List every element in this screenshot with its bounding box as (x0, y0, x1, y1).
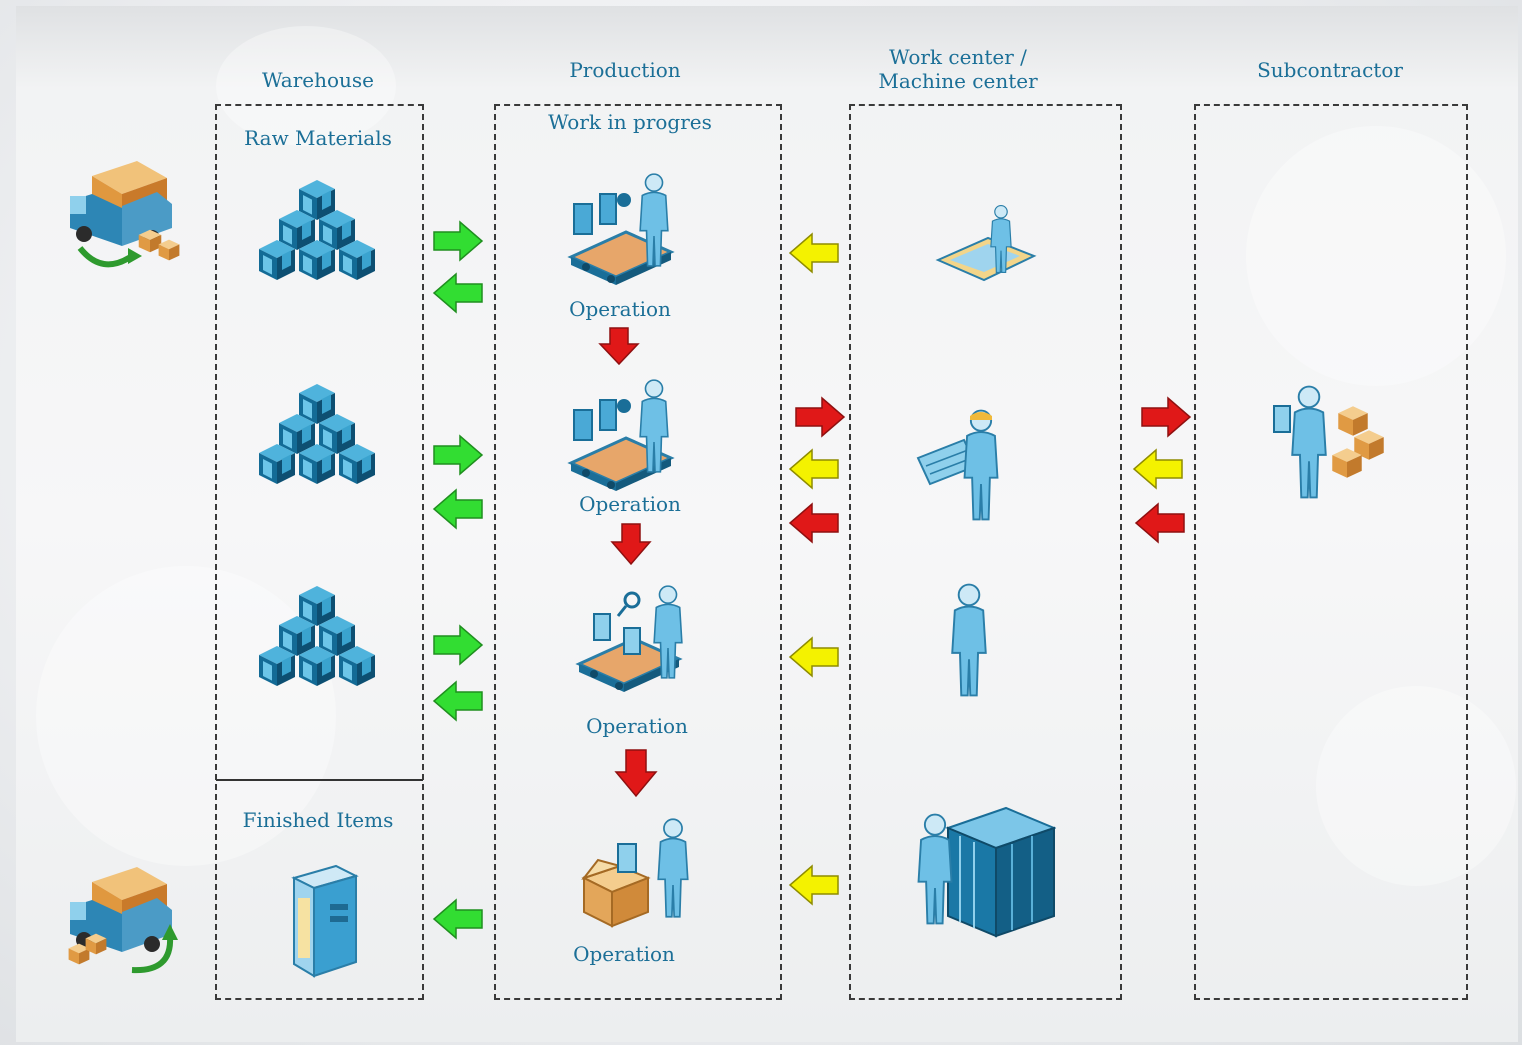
red-arrow-right (795, 396, 846, 438)
header-subcontractor: Subcontractor (1257, 58, 1403, 82)
green-arrow-left (432, 680, 483, 722)
standing-worker-icon (951, 583, 987, 697)
delivery-truck-outbound-icon (68, 867, 178, 974)
green-arrow-left (432, 488, 483, 530)
packing-worker-icon (581, 818, 689, 928)
operation-label-4: Operation (573, 942, 675, 966)
yellow-arrow-left (788, 864, 839, 906)
assembly-line-worker-icon-2 (569, 379, 673, 493)
finished-items-label: Finished Items (242, 808, 394, 832)
yellow-arrow-left (788, 636, 839, 678)
red-arrow-down (598, 327, 640, 366)
header-warehouse: Warehouse (261, 68, 375, 92)
raw-material-stack-icon-2 (259, 384, 375, 484)
warehouse-divider (216, 779, 423, 781)
yellow-arrow-left (788, 448, 839, 490)
header-workcenter-line2: Machine center (878, 69, 1038, 93)
yellow-arrow-left (1132, 448, 1183, 490)
red-arrow-down (614, 749, 658, 798)
assembly-line-worker-icon-1 (569, 173, 673, 287)
background-bubble (1246, 126, 1506, 386)
finished-package-icon (291, 864, 359, 978)
background-bubble (216, 26, 396, 146)
green-arrow-left (432, 898, 483, 940)
work-in-progress-label: Work in progres (548, 110, 712, 134)
operation-label-3: Operation (586, 714, 688, 738)
server-rack-worker-icon (917, 806, 1056, 938)
planning-desk-worker-icon (935, 204, 1037, 282)
red-arrow-left (788, 502, 839, 544)
green-arrow-right (433, 220, 484, 262)
workcenter-lane (849, 104, 1122, 1000)
delivery-truck-inbound-icon (70, 161, 180, 268)
raw-materials-label: Raw Materials (244, 126, 392, 150)
raw-material-stack-icon-1 (259, 180, 375, 280)
header-workcenter: Work center / Machine center (858, 45, 1058, 93)
production-lane (494, 104, 782, 1000)
red-arrow-down (610, 523, 652, 566)
subcontractor-worker-with-boxes-icon (1273, 385, 1384, 499)
red-arrow-right (1141, 396, 1192, 438)
subcontractor-lane (1194, 104, 1468, 1000)
header-workcenter-line1: Work center / (889, 45, 1027, 69)
header-production: Production (569, 58, 681, 82)
yellow-arrow-left (788, 232, 839, 274)
green-arrow-right (433, 624, 484, 666)
diagram-canvas (16, 6, 1518, 1042)
operation-label-2: Operation (579, 492, 681, 516)
background-bubble (36, 566, 336, 866)
raw-material-stack-icon-3 (259, 586, 375, 686)
operation-label-1: Operation (569, 297, 671, 321)
green-arrow-right (433, 434, 484, 476)
warehouse-lane (215, 104, 424, 1000)
blueprint-worker-icon (916, 409, 999, 521)
background-bubble (1316, 686, 1516, 886)
red-arrow-left (1134, 502, 1185, 544)
green-arrow-left (432, 272, 483, 314)
inspection-line-worker-icon (577, 585, 683, 694)
